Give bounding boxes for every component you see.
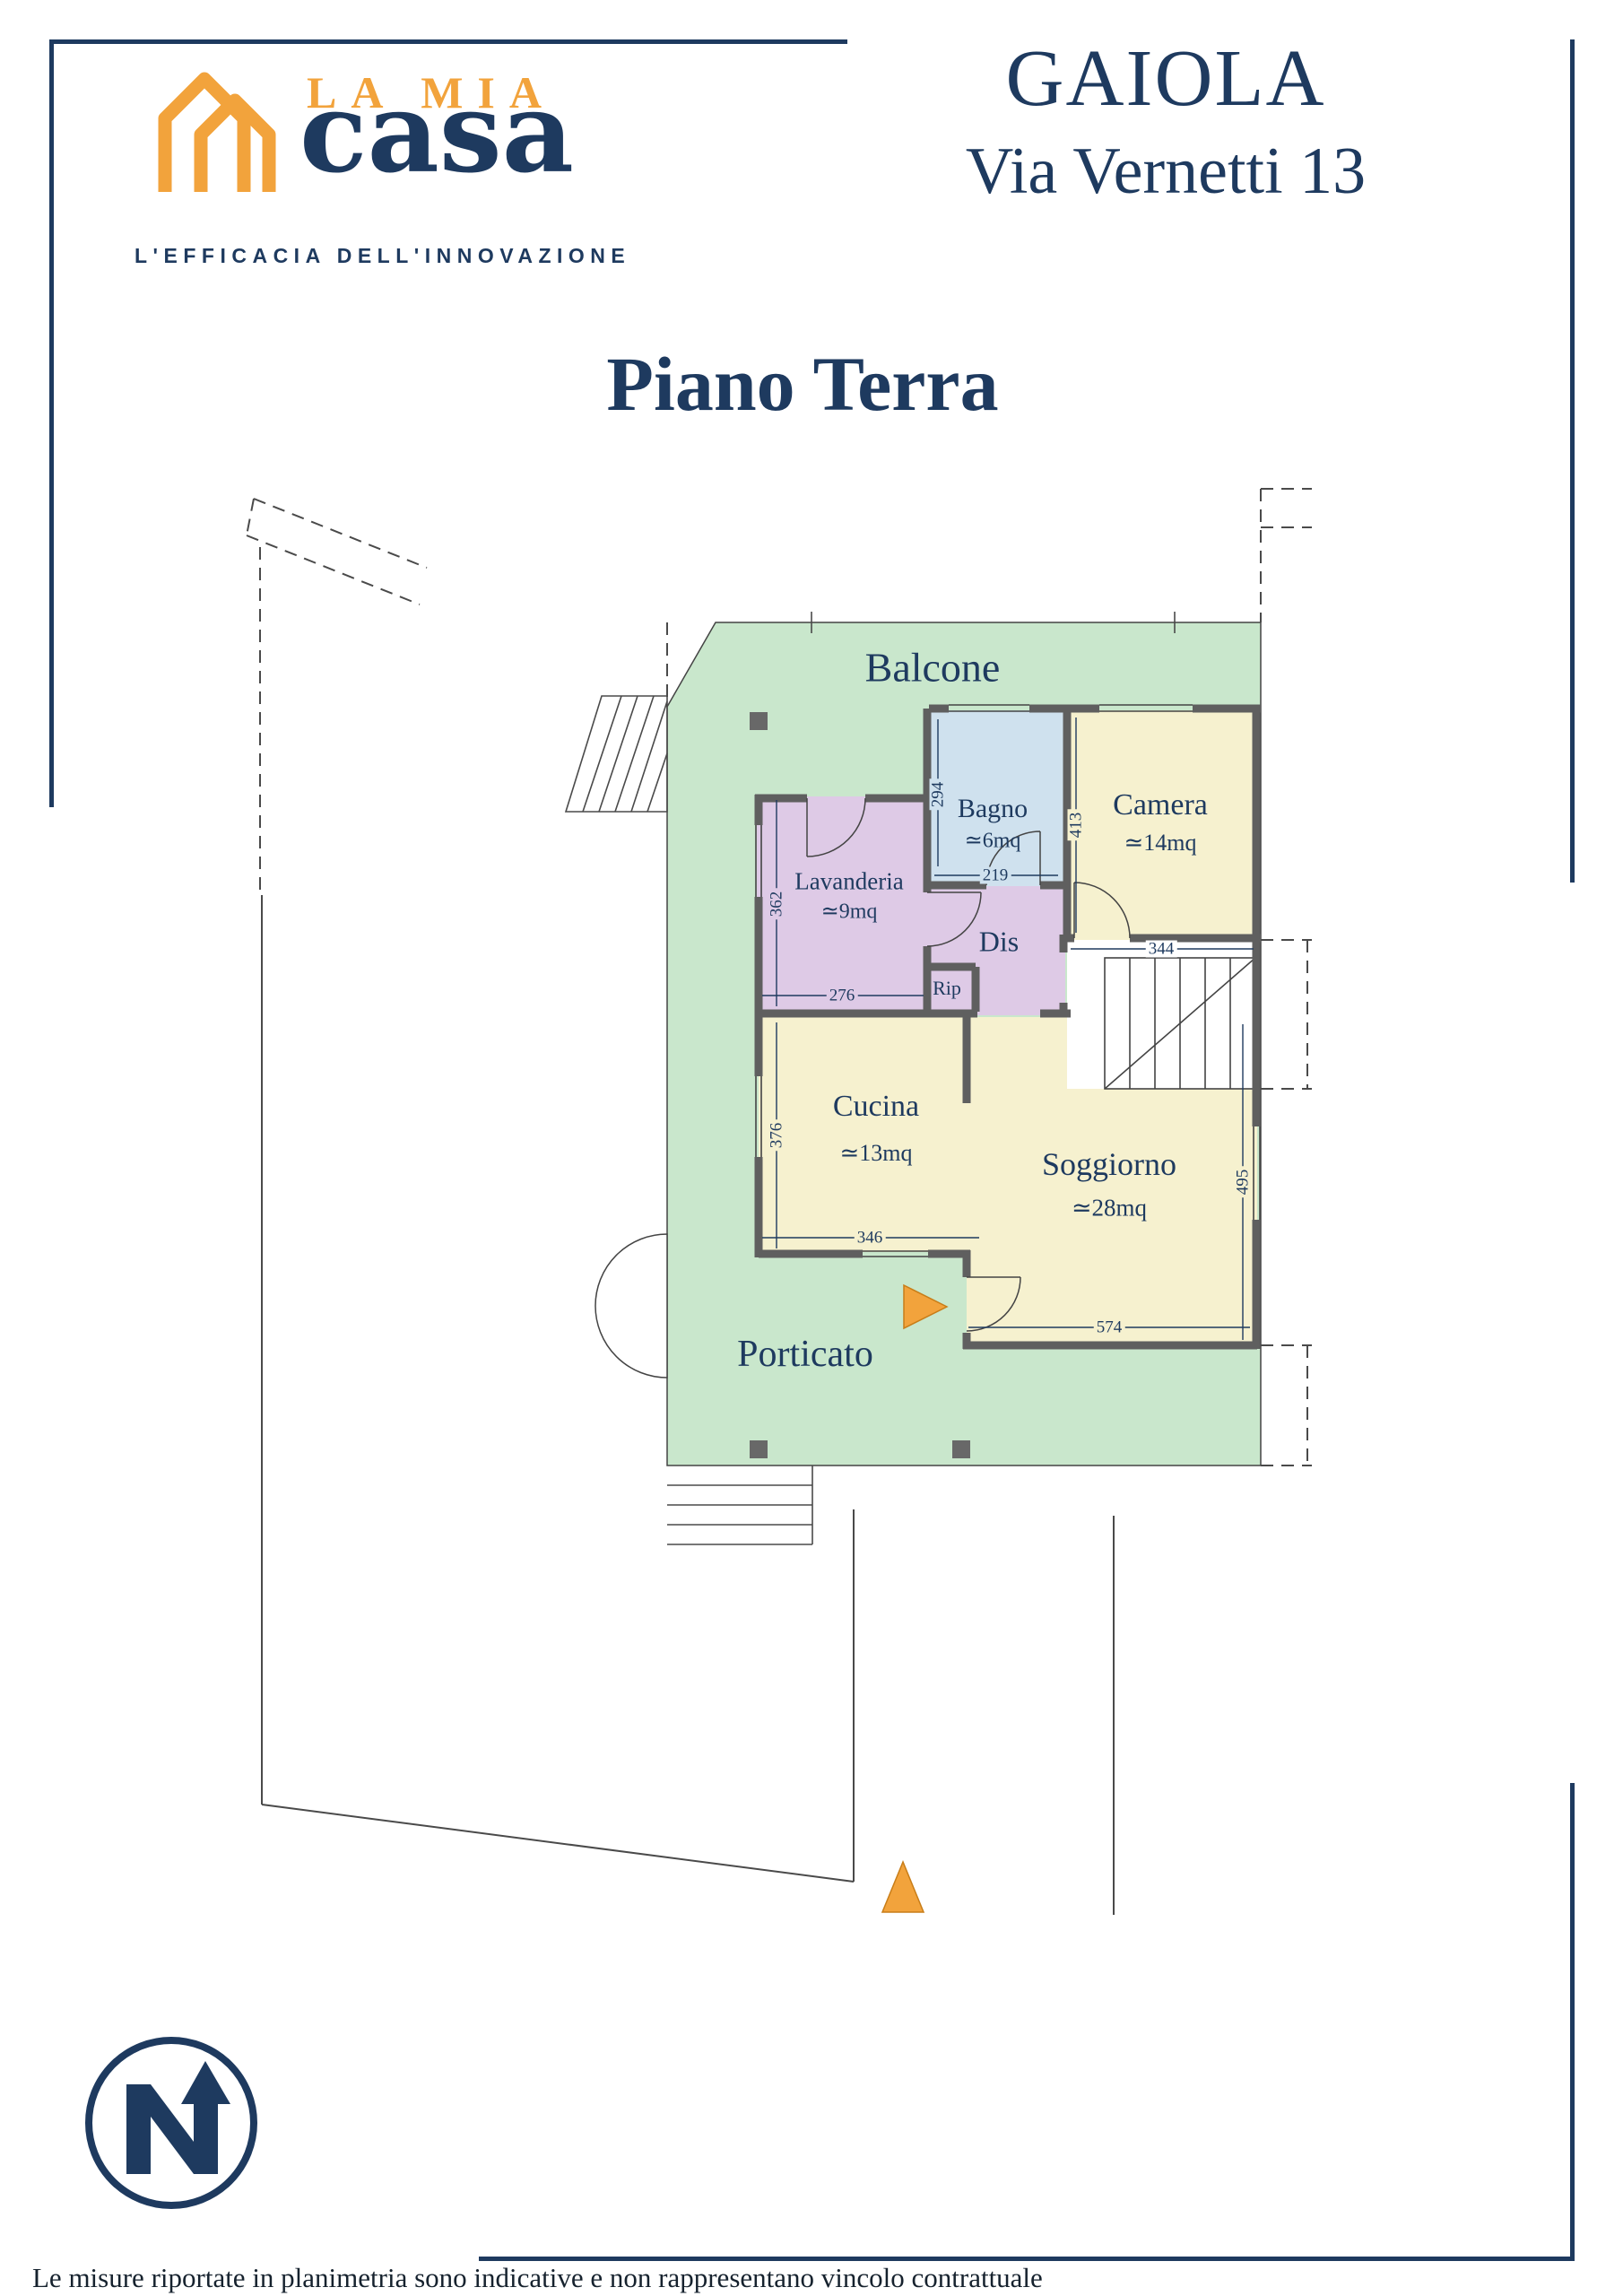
label-rip: Rip <box>933 977 961 999</box>
staircase <box>1104 957 1256 1090</box>
bottom-right-bracket-vertical <box>1570 1783 1575 2260</box>
label-balcone: Balcone <box>864 644 1001 691</box>
dim-soggiorno-height: 495 <box>1234 1166 1253 1198</box>
top-left-bracket-vertical <box>49 39 54 807</box>
label-camera: Camera <box>1113 788 1208 822</box>
driveway-arrow-icon <box>881 1860 925 1913</box>
portico-arch <box>595 1233 668 1378</box>
north-compass-icon <box>85 2037 257 2209</box>
dim-camera-height: 413 <box>1067 809 1086 841</box>
disclaimer-text: Le misure riportate in planimetria sono … <box>32 2262 1043 2293</box>
site-boundary-lines <box>261 895 1115 1915</box>
room-fill-bagno <box>929 710 1065 886</box>
house-logo-icon <box>158 72 276 192</box>
room-fill-lavanderia <box>757 796 929 1015</box>
label-cucina: Cucina <box>832 1090 920 1123</box>
brand-name-main: casa <box>299 68 575 198</box>
label-bagno: Bagno <box>957 794 1028 823</box>
size-camera: ≃14mq <box>1124 830 1197 856</box>
label-porticato: Porticato <box>737 1334 873 1375</box>
dim-bagno-height: 294 <box>929 778 948 811</box>
site-dashed-lines <box>246 488 1312 1466</box>
brand-name-top: LA MIA <box>307 67 556 117</box>
size-lavanderia: ≃9mq <box>820 900 878 924</box>
floor-title: Piano Terra <box>606 341 999 427</box>
interior-exterior-walls <box>754 704 1261 1350</box>
size-bagno: ≃6mq <box>964 829 1021 853</box>
property-name: GAIOLA <box>1005 34 1326 123</box>
external-steps <box>667 1465 813 1545</box>
room-fill-cucina-soggiorno <box>759 1017 1257 1344</box>
size-soggiorno: ≃28mq <box>1071 1194 1148 1222</box>
top-left-bracket-horizontal <box>49 39 847 44</box>
dim-bagno-width: 219 <box>979 866 1011 884</box>
size-cucina: ≃13mq <box>839 1140 913 1166</box>
label-lavanderia: Lavanderia <box>794 867 904 895</box>
bottom-rule-line <box>479 2257 1575 2261</box>
door-swing-symbols <box>806 797 1131 1332</box>
room-fill-dis-rip <box>929 886 1065 1015</box>
dim-cucina-width: 346 <box>854 1229 886 1247</box>
label-soggiorno: Soggiorno <box>1041 1146 1177 1182</box>
property-address: Via Vernetti 13 <box>965 135 1367 208</box>
label-dis: Dis <box>978 925 1020 958</box>
top-right-bracket-vertical <box>1570 39 1575 883</box>
dim-lavanderia-width: 276 <box>826 987 858 1004</box>
portico-pillars <box>750 712 970 1458</box>
survey-tick-marks <box>811 612 1176 633</box>
header-block: GAIOLA Via Vernetti 13 <box>879 32 1453 210</box>
window-symbols <box>755 704 1261 1257</box>
hatched-external-stair <box>564 695 668 813</box>
dim-cucina-height: 376 <box>768 1119 786 1152</box>
room-fill-camera <box>1069 710 1257 940</box>
dim-soggiorno-width: 574 <box>1093 1318 1125 1336</box>
entrance-arrow-icon <box>903 1283 949 1330</box>
dim-lavanderia-height: 362 <box>768 888 786 920</box>
dim-camera-width: 344 <box>1145 940 1177 958</box>
brand-tagline: L'EFFICACIA DELL'INNOVAZIONE <box>135 244 631 267</box>
